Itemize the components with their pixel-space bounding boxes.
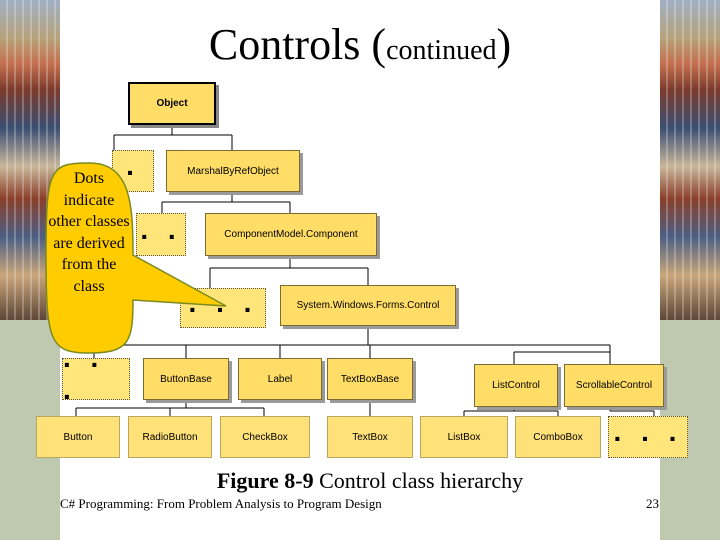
node-system-windows-forms-control: System.Windows.Forms.Control [280, 285, 456, 326]
building-photo [660, 0, 720, 320]
figure-text: Control class hierarchy [313, 468, 524, 493]
callout-shape [45, 162, 227, 354]
slide-title: Controls (continued) [0, 18, 720, 78]
callout-text: Dots indicate other classes are derived … [48, 170, 130, 295]
figure-caption: Figure 8-9 Control class hierarchy [0, 468, 720, 494]
node-marshal-by-ref-object: MarshalByRefObject [166, 150, 300, 192]
footer-course-title: C# Programming: From Problem Analysis to… [60, 496, 382, 511]
node-button-base: ButtonBase [143, 358, 229, 400]
node-text-box: TextBox [327, 416, 413, 458]
figure-number: Figure 8-9 [216, 468, 314, 493]
dots-level5: . . . [608, 416, 688, 458]
node-object: Object [128, 82, 216, 125]
node-combo-box: ComboBox [515, 416, 601, 458]
node-button: Button [36, 416, 120, 458]
title-main: Controls ( [208, 20, 387, 69]
node-scrollable-control: ScrollableControl [564, 364, 664, 407]
node-list-box: ListBox [420, 416, 508, 458]
page-number: 23 [646, 496, 659, 511]
node-textbox-base: TextBoxBase [327, 358, 413, 400]
node-check-box: CheckBox [220, 416, 310, 458]
dots-level2: . . [136, 213, 186, 256]
node-component: ComponentModel.Component [205, 213, 377, 256]
node-radio-button: RadioButton [128, 416, 212, 458]
background-photo-right [660, 0, 720, 540]
node-label: Label [238, 358, 322, 400]
title-close: ) [496, 20, 512, 69]
node-list-control: ListControl [474, 364, 558, 407]
title-small: continued [386, 35, 497, 66]
